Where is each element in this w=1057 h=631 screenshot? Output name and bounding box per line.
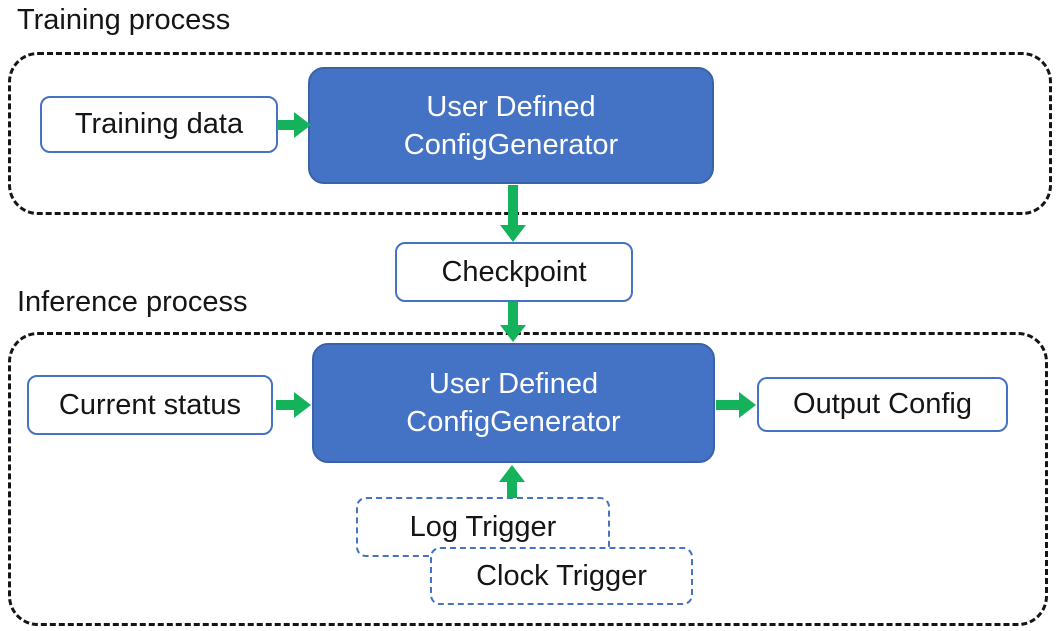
arrow-head-icon: [294, 392, 311, 418]
clock-trigger-box: Clock Trigger: [430, 547, 693, 605]
arrow-shaft: [716, 400, 739, 410]
training-process-container: [8, 52, 1052, 215]
checkpoint-box: Checkpoint: [395, 242, 633, 302]
generator-line2: ConfigGenerator: [403, 128, 619, 161]
training-data-box: Training data: [40, 96, 278, 153]
arrow-shaft: [276, 400, 294, 410]
arrow-head-icon: [499, 465, 525, 482]
arrow-shaft: [507, 482, 517, 498]
arrow-triggers-to-generator: [499, 465, 525, 498]
generator-line2: ConfigGenerator: [406, 406, 621, 438]
training-process-title: Training process: [17, 4, 231, 36]
arrow-checkpoint-to-inference-generator: [500, 302, 526, 342]
arrow-head-icon: [739, 392, 756, 418]
arrow-head-icon: [500, 225, 526, 242]
generator-line1: User Defined: [428, 368, 599, 400]
arrow-shaft: [508, 185, 518, 225]
current-status-box: Current status: [27, 375, 273, 435]
arrow-training-data-to-generator: [277, 112, 311, 138]
arrow-shaft: [277, 120, 294, 130]
arrow-head-icon: [500, 325, 526, 342]
inference-process-title: Inference process: [17, 286, 248, 318]
arrow-head-icon: [294, 112, 311, 138]
arrow-shaft: [508, 302, 518, 325]
generator-line1: User Defined: [426, 90, 596, 123]
inference-process-container: [8, 332, 1048, 626]
arrow-generator-to-checkpoint: [500, 185, 526, 242]
training-config-generator-box: User Defined ConfigGenerator: [308, 67, 714, 184]
inference-config-generator-box: User Defined ConfigGenerator: [312, 343, 715, 463]
arrow-current-status-to-generator: [276, 392, 311, 418]
arrow-generator-to-output-config: [716, 392, 756, 418]
output-config-box: Output Config: [757, 377, 1008, 432]
